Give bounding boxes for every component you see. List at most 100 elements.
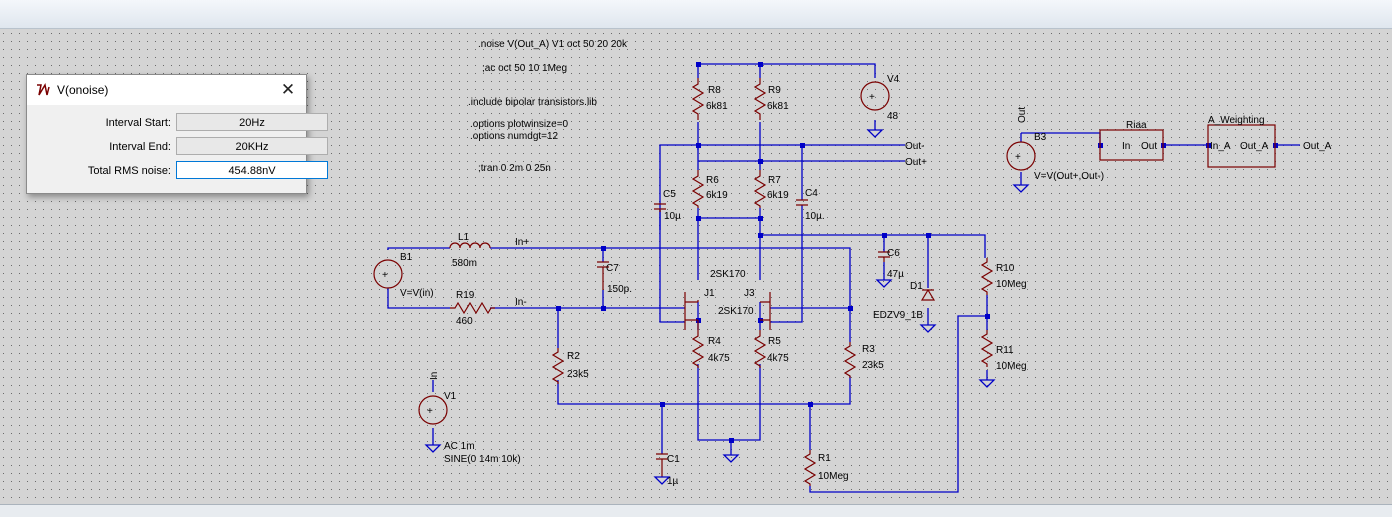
resistor-r19: [450, 301, 495, 315]
svg-text:J1: J1: [704, 288, 715, 299]
close-icon[interactable]: ✕: [280, 80, 296, 99]
svg-text:+: +: [1015, 152, 1021, 163]
svg-text:+: +: [869, 92, 875, 103]
svg-text:48: 48: [887, 111, 899, 122]
svg-text:6k19: 6k19: [706, 190, 728, 201]
ac-comment[interactable]: ;ac oct 50 10 1Meg: [482, 63, 567, 74]
jfets[interactable]: [684, 292, 771, 330]
svg-text:Out+: Out+: [905, 157, 927, 168]
svg-text:Out: Out: [1017, 107, 1028, 123]
resistors[interactable]: [450, 78, 994, 486]
svg-text:47µ: 47µ: [887, 269, 904, 280]
svg-text:V1: V1: [444, 391, 457, 402]
capacitor-c1: [656, 453, 668, 477]
jfet-j1: [684, 292, 699, 330]
source-v4: [860, 81, 890, 111]
svg-text:C7: C7: [606, 263, 619, 274]
dialog-titlebar[interactable]: V(onoise) ✕: [27, 75, 306, 105]
svg-text:SINE(0 14m 10k): SINE(0 14m 10k): [444, 454, 521, 465]
svg-text:L1: L1: [458, 232, 470, 243]
svg-text:2SK170: 2SK170: [710, 269, 746, 280]
svg-text:R10: R10: [996, 263, 1015, 274]
svg-text:580m: 580m: [452, 258, 477, 269]
svg-text:4k75: 4k75: [708, 353, 730, 364]
capacitor-c4: [796, 199, 808, 206]
svg-text:Out-: Out-: [905, 141, 924, 152]
svg-text:AC 1m: AC 1m: [444, 441, 475, 452]
svg-text:10Meg: 10Meg: [996, 279, 1027, 290]
svg-text:R6: R6: [706, 175, 719, 186]
tran-comment[interactable]: ;tran 0 2m 0 25n: [478, 163, 551, 174]
resistor-r1: [803, 450, 817, 486]
svg-text:6k19: 6k19: [767, 190, 789, 201]
svg-text:Out: Out: [1141, 141, 1157, 152]
include-directive[interactable]: .include bipolar transistors.lib: [468, 97, 597, 108]
svg-text:R3: R3: [862, 344, 875, 355]
svg-text:23k5: 23k5: [862, 360, 884, 371]
svg-text:R19: R19: [456, 290, 475, 301]
resistor-r6: [691, 170, 705, 208]
capacitor-c6: [878, 251, 890, 262]
svg-text:4k75: 4k75: [767, 353, 789, 364]
resistor-r2: [551, 348, 565, 384]
interval-start-label: Interval Start:: [105, 117, 171, 129]
svg-text:In_A: In_A: [1210, 141, 1231, 152]
jfet-j3: [760, 292, 771, 330]
svg-text:B3: B3: [1034, 132, 1047, 143]
svg-text:6k81: 6k81: [706, 101, 728, 112]
svg-text:Out_A: Out_A: [1240, 141, 1269, 152]
interval-end-label: Interval End:: [109, 141, 171, 153]
svg-text:R1: R1: [818, 453, 831, 464]
svg-text:In: In: [429, 372, 440, 380]
total-rms-noise-field[interactable]: 454.88nV: [176, 161, 328, 179]
svg-text:R7: R7: [768, 175, 781, 186]
plotwinsize-directive[interactable]: .options plotwinsize=0: [470, 119, 569, 130]
inductor-l1[interactable]: [449, 242, 491, 249]
svg-text:V4: V4: [887, 74, 900, 85]
svg-text:150p.: 150p.: [607, 284, 632, 295]
svg-text:V=V(Out+,Out-): V=V(Out+,Out-): [1034, 171, 1104, 182]
interval-start-field[interactable]: 20Hz: [176, 113, 328, 131]
svg-text:10µ: 10µ: [664, 211, 681, 222]
svg-text:Riaa: Riaa: [1126, 120, 1147, 131]
resistor-r5: [753, 330, 767, 368]
svg-text:23k5: 23k5: [567, 369, 589, 380]
svg-text:C1: C1: [667, 454, 680, 465]
waveform-app-icon: [37, 82, 50, 96]
resistor-r9: [753, 78, 767, 120]
svg-text:Out_A: Out_A: [1303, 141, 1332, 152]
noise-directive[interactable]: .noise V(Out_A) V1 oct 50 20 20k: [478, 39, 628, 50]
resistor-r11: [980, 330, 994, 367]
source-b3: [1006, 141, 1036, 171]
svg-text:R11: R11: [996, 345, 1014, 356]
a-weighting-block[interactable]: [1207, 124, 1276, 168]
interval-end-field[interactable]: 20KHz: [176, 137, 328, 155]
noise-result-dialog: V(onoise) ✕ Interval Start: 20Hz Interva…: [26, 74, 328, 194]
svg-text:In+: In+: [515, 237, 529, 248]
riaa-block[interactable]: [1099, 129, 1164, 161]
resistor-r4: [691, 330, 705, 368]
voltage-sources[interactable]: + + + +: [373, 81, 1036, 425]
svg-text:R5: R5: [768, 336, 781, 347]
svg-text:C5: C5: [663, 189, 676, 200]
dialog-title: V(onoise): [57, 83, 109, 97]
svg-text:In-: In-: [515, 297, 527, 308]
svg-text:R2: R2: [567, 351, 580, 362]
svg-text:In: In: [1122, 141, 1130, 152]
capacitors[interactable]: [597, 199, 890, 477]
diode-d1[interactable]: [920, 288, 936, 301]
svg-text:10µ.: 10µ.: [805, 211, 825, 222]
ground-symbols: [424, 129, 1030, 485]
app-toolbar: [0, 0, 1392, 29]
component-labels: R8 6k81 R9 6k81 V4 48 R6 6k19 R7 6k19 C5…: [400, 74, 1269, 487]
svg-text:R9: R9: [768, 85, 781, 96]
svg-text:B1: B1: [400, 252, 413, 263]
svg-text:+: +: [382, 270, 388, 281]
source-v1: [418, 395, 448, 425]
svg-text:1µ: 1µ: [667, 476, 679, 487]
numdgt-directive[interactable]: .options numdgt=12: [470, 131, 559, 142]
svg-text:6k81: 6k81: [767, 101, 789, 112]
svg-text:A_Weighting: A_Weighting: [1208, 115, 1265, 126]
svg-text:R4: R4: [708, 336, 721, 347]
net-labels: In+ In- Out- Out+ Out_A Out In: [429, 107, 1332, 380]
